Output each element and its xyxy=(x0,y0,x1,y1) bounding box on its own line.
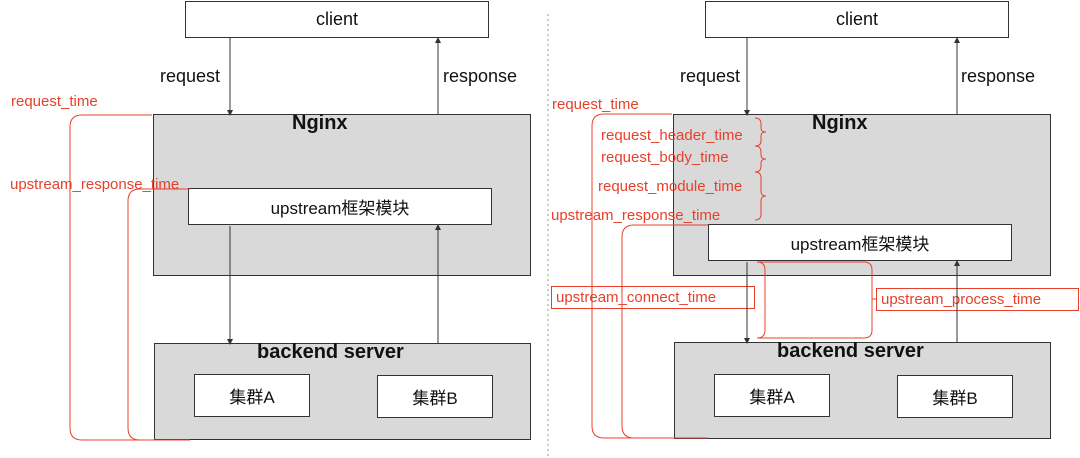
right-nginx-label: Nginx xyxy=(812,112,868,134)
right-request-module-time-label: request_module_time xyxy=(598,178,743,195)
left-request-label: request xyxy=(160,66,221,86)
request-body-time-brace xyxy=(754,145,767,173)
right-upstream-connect-time-label: upstream_connect_time xyxy=(556,289,717,306)
left-cluster-b-label: 集群B xyxy=(412,389,458,408)
left-cluster-a-box: 集群A xyxy=(194,374,310,417)
request-header-time-brace xyxy=(754,117,767,147)
right-request-header-time-label: request_header_time xyxy=(601,127,743,144)
right-upstream-box: upstream框架模块 xyxy=(708,224,1012,261)
right-upstream-connect-time-box: upstream_connect_time xyxy=(551,286,755,309)
left-request-time-bracket xyxy=(69,114,188,441)
left-response-label: response xyxy=(443,66,518,86)
right-cluster-b-box: 集群B xyxy=(897,375,1013,418)
left-nginx-label: Nginx xyxy=(292,112,348,134)
right-upstream-response-time-label: upstream_response_time xyxy=(551,207,721,224)
right-upstream-process-time-label: upstream_process_time xyxy=(881,291,1042,308)
right-request-label: request xyxy=(680,66,741,86)
request-module-time-brace xyxy=(754,171,767,221)
right-client-label: client xyxy=(835,9,879,29)
right-request-time-label: request_time xyxy=(552,96,639,113)
left-client-box: client xyxy=(185,1,489,38)
right-upstream-response-time-bracket xyxy=(621,224,708,439)
right-client-box: client xyxy=(705,1,1009,38)
right-cluster-b-label: 集群B xyxy=(932,389,978,408)
right-backend-label: backend server xyxy=(777,340,924,362)
left-client-label: client xyxy=(315,9,359,29)
left-cluster-b-box: 集群B xyxy=(377,375,493,418)
right-upstream-process-time-box: upstream_process_time xyxy=(876,288,1079,311)
right-cluster-a-label: 集群A xyxy=(749,388,795,407)
left-backend-label: backend server xyxy=(257,341,404,363)
left-upstream-label: upstream框架模块 xyxy=(270,199,410,218)
upstream-process-time-bracket xyxy=(757,261,873,339)
right-upstream-label: upstream框架模块 xyxy=(790,235,930,254)
right-request-time-bracket xyxy=(591,113,706,439)
left-request-time-label: request_time xyxy=(11,93,98,110)
right-response-label: response xyxy=(961,66,1036,86)
right-cluster-a-box: 集群A xyxy=(714,374,830,417)
left-cluster-a-label: 集群A xyxy=(229,388,275,407)
right-request-body-time-label: request_body_time xyxy=(601,149,729,166)
left-upstream-response-time-bracket xyxy=(127,188,190,441)
left-upstream-box: upstream框架模块 xyxy=(188,188,492,225)
upstream-connect-time-brace xyxy=(756,261,766,339)
